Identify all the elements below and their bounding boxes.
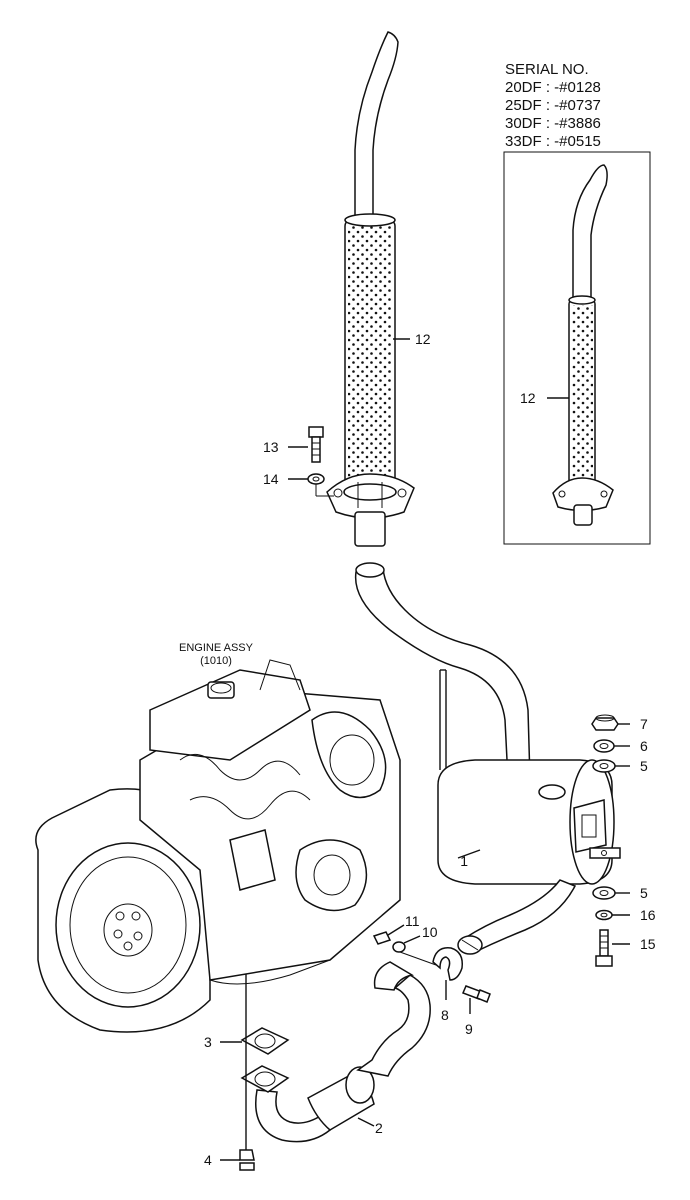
engine-label-line1: ENGINE ASSY bbox=[179, 642, 254, 654]
nut-11: 11 bbox=[372, 913, 420, 945]
callout-6: 6 bbox=[640, 738, 648, 754]
callout-16: 16 bbox=[640, 907, 656, 923]
inset-tailpipe-box: 12 bbox=[503, 151, 651, 545]
tail-pipe-assembly: 12 bbox=[326, 31, 431, 547]
bolt-13: 13 bbox=[263, 426, 324, 463]
callout-10: 10 bbox=[422, 924, 438, 940]
callout-8: 8 bbox=[441, 1007, 449, 1023]
callout-11: 11 bbox=[405, 913, 420, 929]
washer-14: 14 bbox=[263, 471, 334, 497]
serial-line-33df: 33DF : -#0515 bbox=[505, 133, 601, 150]
serial-line-30df: 30DF : -#3886 bbox=[505, 115, 601, 132]
nut-7: 7 bbox=[591, 714, 648, 732]
serial-number-block: SERIAL NO. 20DF : -#0128 25DF : -#0737 3… bbox=[505, 61, 601, 150]
gasket-3-upper: 3 bbox=[204, 1027, 290, 1055]
front-exhaust-pipe-2: 2 bbox=[255, 961, 431, 1143]
callout-4: 4 bbox=[204, 1152, 212, 1168]
callout-1: 1 bbox=[460, 853, 468, 869]
callout-5-top: 5 bbox=[640, 758, 648, 774]
gasket-3-lower bbox=[240, 1065, 290, 1093]
callout-9: 9 bbox=[465, 1021, 473, 1037]
callout-3: 3 bbox=[204, 1034, 212, 1050]
callout-5-bottom: 5 bbox=[640, 885, 648, 901]
callout-14: 14 bbox=[263, 471, 279, 487]
callout-15: 15 bbox=[640, 936, 656, 952]
serial-line-25df: 25DF : -#0737 bbox=[505, 97, 601, 114]
serial-title: SERIAL NO. bbox=[505, 61, 589, 78]
bolt-15: 15 bbox=[595, 929, 656, 967]
clamp-8: 8 bbox=[399, 947, 464, 1023]
callout-12: 12 bbox=[415, 331, 431, 347]
engine-label-line2: (1010) bbox=[200, 655, 232, 667]
bolt-9: 9 bbox=[462, 985, 491, 1037]
callout-2: 2 bbox=[375, 1120, 383, 1136]
callout-13: 13 bbox=[263, 439, 279, 455]
engine-assembly: ENGINE ASSY (1010) bbox=[35, 642, 401, 1033]
callout-7: 7 bbox=[640, 716, 648, 732]
muffler-1: 1 bbox=[437, 759, 621, 955]
washer-6: 6 bbox=[593, 738, 648, 754]
washer-5-top: 5 bbox=[592, 758, 648, 774]
washer-16: 16 bbox=[595, 907, 656, 923]
washer-10: 10 bbox=[392, 924, 438, 953]
washer-5-bottom: 5 bbox=[592, 885, 648, 901]
serial-line-20df: 20DF : -#0128 bbox=[505, 79, 601, 96]
callout-12-inset: 12 bbox=[520, 390, 536, 406]
